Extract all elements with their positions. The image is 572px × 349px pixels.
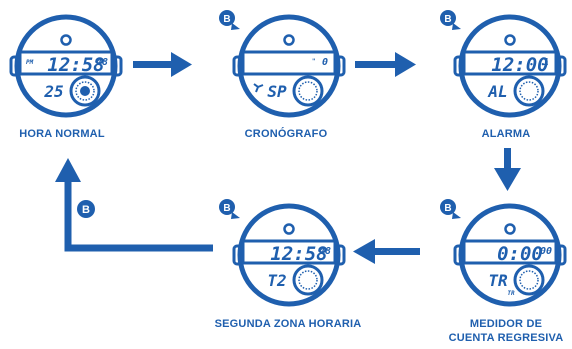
badge-pointer [452, 23, 461, 30]
lcd-main-text: 0:00 [497, 243, 543, 265]
sub-display-small-text: TR [507, 290, 515, 297]
label-dualtime: SEGUNDA ZONA HORARIA [214, 318, 362, 330]
arrow-chrono-to-alarm [355, 52, 416, 77]
sub-display-text: AL [487, 82, 507, 101]
lcd-seconds-text: 48 [96, 57, 108, 68]
subdial-inner [519, 270, 539, 290]
lcd-main-text: 12:58 [270, 243, 327, 265]
b-button-label: B [223, 203, 230, 214]
lcd-display [241, 50, 337, 76]
arrow-alarm-to-timer [494, 148, 521, 191]
b-button-label: B [444, 14, 451, 25]
lcd-main-text: 12:00 [491, 54, 548, 76]
lcd-seconds-text: 1 [543, 57, 549, 68]
lcd-seconds-text: 48 [319, 246, 331, 257]
b-button-badge [440, 199, 456, 215]
arrow-dualtime-to-normal [55, 158, 213, 252]
lcd-seconds-text: 00 [540, 246, 552, 257]
lcd-display [241, 239, 337, 265]
b-button-badge [219, 10, 235, 26]
top-sensor-icon [504, 34, 516, 46]
top-sensor-icon [283, 223, 295, 235]
arrow-timer-to-dualtime [353, 239, 420, 264]
lcd-seconds-text: 0 [322, 57, 328, 68]
b-button-label: B [444, 203, 451, 214]
badge-pointer [231, 23, 240, 30]
lcd-display [462, 239, 558, 265]
b-button-badge [219, 199, 235, 215]
subdial-inner [519, 81, 539, 101]
sub-display-text: T2 [267, 271, 286, 290]
return-b-badge: B [77, 200, 95, 218]
lcd-indicator: PM [26, 59, 34, 66]
top-sensor-icon [504, 223, 516, 235]
subdial-inner [298, 81, 318, 101]
watches: 12:5848PM250"SPB12:001ALB0:0000TRTRB12:5… [9, 10, 567, 307]
lcd-display [18, 50, 114, 76]
sub-display-text: 25 [43, 82, 63, 101]
lcd-main-text: 12:58 [47, 54, 104, 76]
watch-chrono: 0 " SP B [219, 10, 346, 118]
label-normal: HORA NORMAL [19, 128, 105, 140]
subdial-inner [298, 270, 318, 290]
runner-icon [253, 83, 264, 93]
label-timer-line1: MEDIDOR DE [469, 318, 543, 330]
label-chrono: CRONÓGRAFO [244, 128, 328, 140]
badge-pointer [231, 212, 240, 219]
label-timer-line2: CUENTA REGRESIVA [448, 332, 564, 344]
lcd-display [462, 50, 558, 76]
b-button-label: B [223, 14, 230, 25]
return-b-label: B [82, 204, 90, 216]
sub-display-text: SP [267, 82, 287, 101]
subdial-hub [80, 86, 90, 96]
top-sensor-icon [60, 34, 72, 46]
top-sensor-icon [283, 34, 295, 46]
arrow-normal-to-chrono [133, 52, 192, 77]
b-button-badge [440, 10, 456, 26]
lcd-indicator: " [312, 58, 316, 65]
sub-display-text: TR [488, 271, 508, 290]
badge-pointer [452, 212, 461, 219]
label-alarm: ALARMA [481, 128, 531, 140]
